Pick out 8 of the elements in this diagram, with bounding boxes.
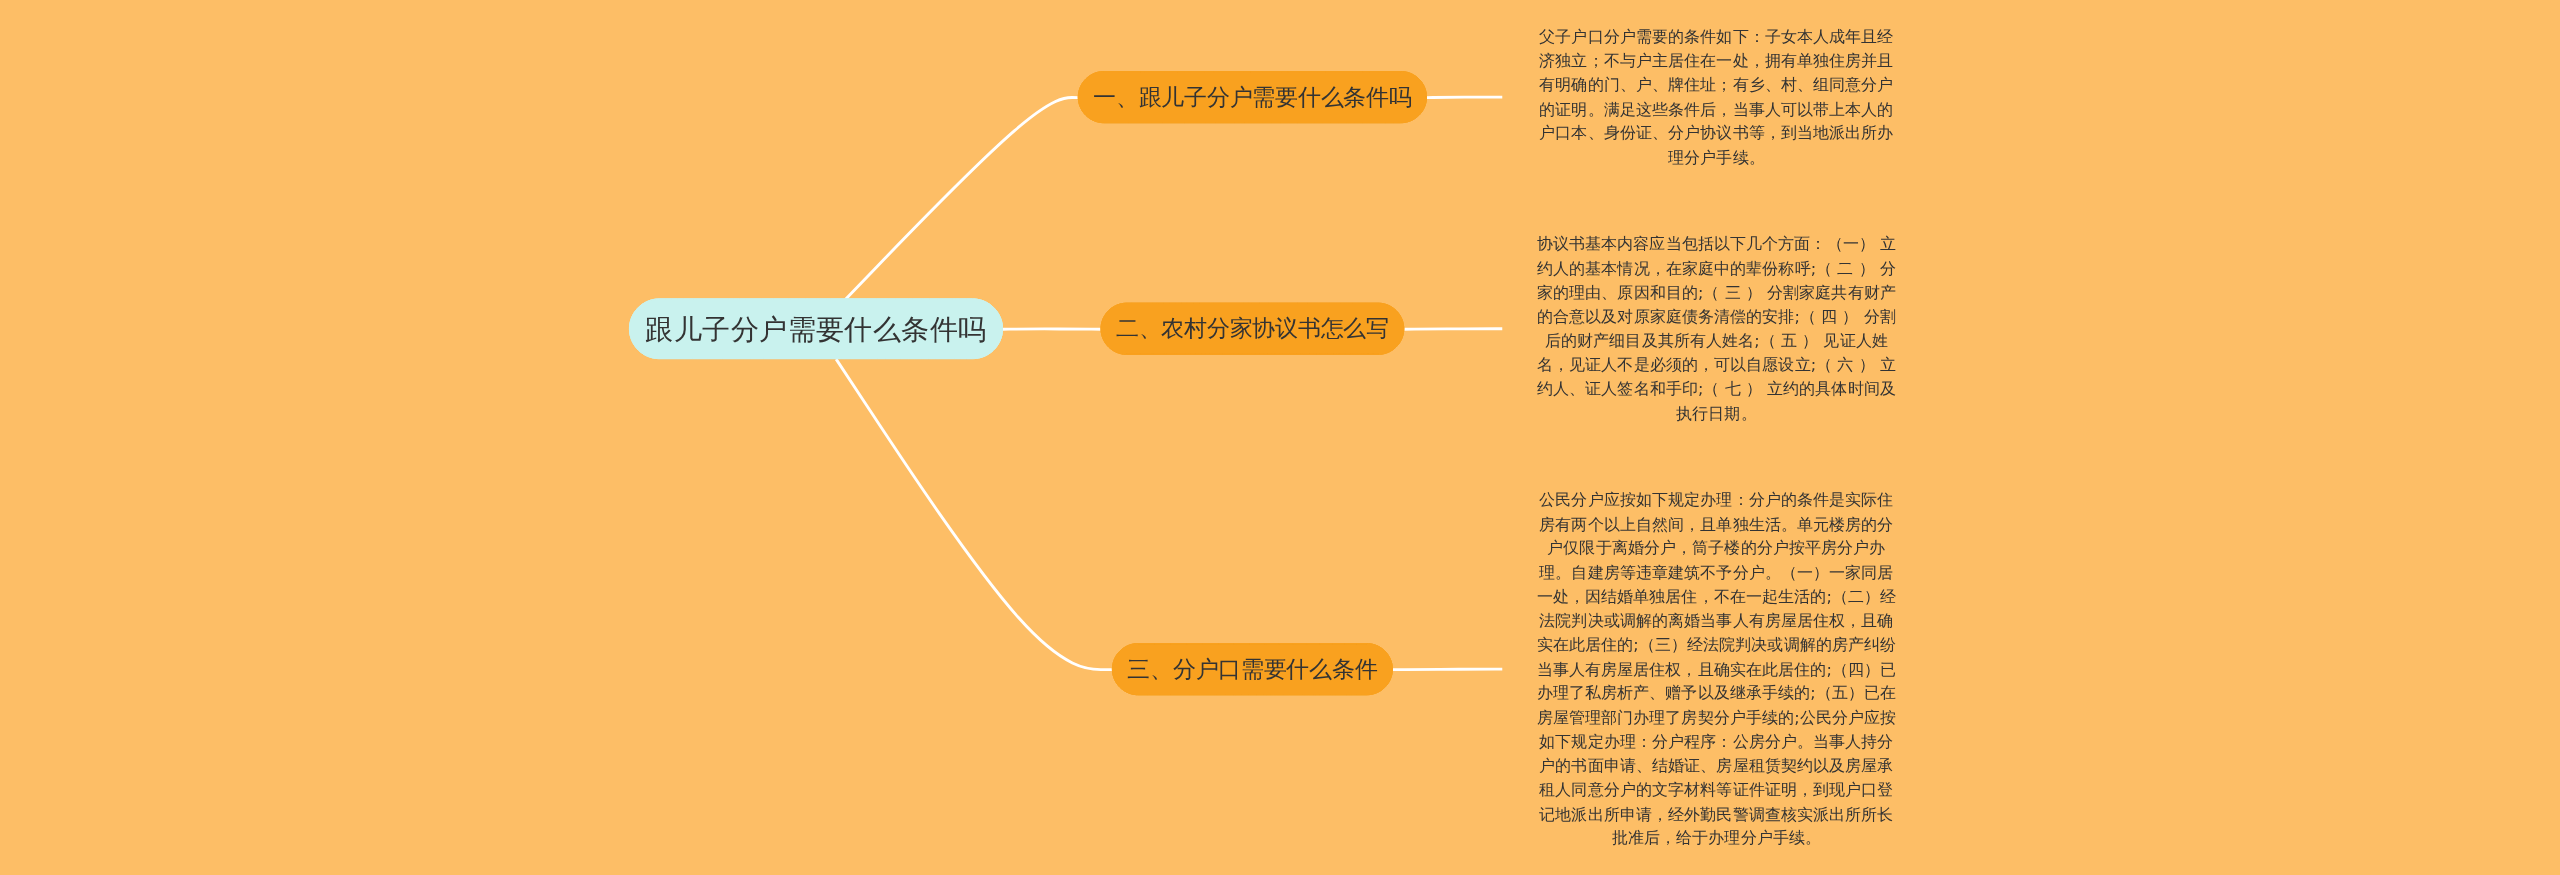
connector <box>1392 667 1503 672</box>
node-text: 公民分户应按如下规定办理：分户的条件是实际住房有两个以上自然间，且单独生活。单元楼房的分户仅限于离婚分户，筒子楼的分户按平房分户办理。自建房等违章建筑不予分户。（一）一家同居一处，因结婚单独居住，不在一起生活的;（二）经法院判决或调解的离婚当事人有房屋居住权，且确实在此居住的;（三）经法院判决或调解的房产纠纷当事人有房屋居住权，且确实在此居住的;（四）已办理了私房析产、赠予以及继承手续的;（五）已在房屋管理部门办理了房契分户手续的;公民分户应按如下规定办理：分户程序：公房分户。当事人持分户的书面申请、结婚证、房屋租赁契约以及房屋承租人同意分户的文字材料等证件证明，到现户口登记地派出所申请，经外勤民警调查核实派出所所长批准后，给于办理分户手续。 <box>1536 489 1897 848</box>
connector <box>1404 327 1503 331</box>
node-text: 父子户口分户需要的条件如下：子女本人成年且经济独立；不与户主居住在一处，拥有单独住房并且有明确的门、户、牌住址；有乡、村、组同意分户的证明。满足这些条件后，当事人可以带上本人的户口本、身份证、分户协议书等，到当地派出所办理分户手续。 <box>1539 26 1894 167</box>
connector <box>1426 95 1503 99</box>
connector <box>834 358 1113 672</box>
connector <box>1002 327 1102 331</box>
node-text: 协议书基本内容应当包括以下几个方面：（一） 立约人的基本情况，在家庭中的辈份称呼;（ 二 ） 分家的理由、原因和目的;（ 三 ） 分割家庭共有财产的合意以及对原家庭债务清偿的安排;（ 四 ） 分割后的财产细目及其所有人姓名;（ 五 ） 见证人姓名，见证人不是必须的，可以自愿设立;（ 六 ） 立约人、证人签名和手印;（ 七 ） 立约的具体时间及执行日期。 <box>1536 234 1897 423</box>
